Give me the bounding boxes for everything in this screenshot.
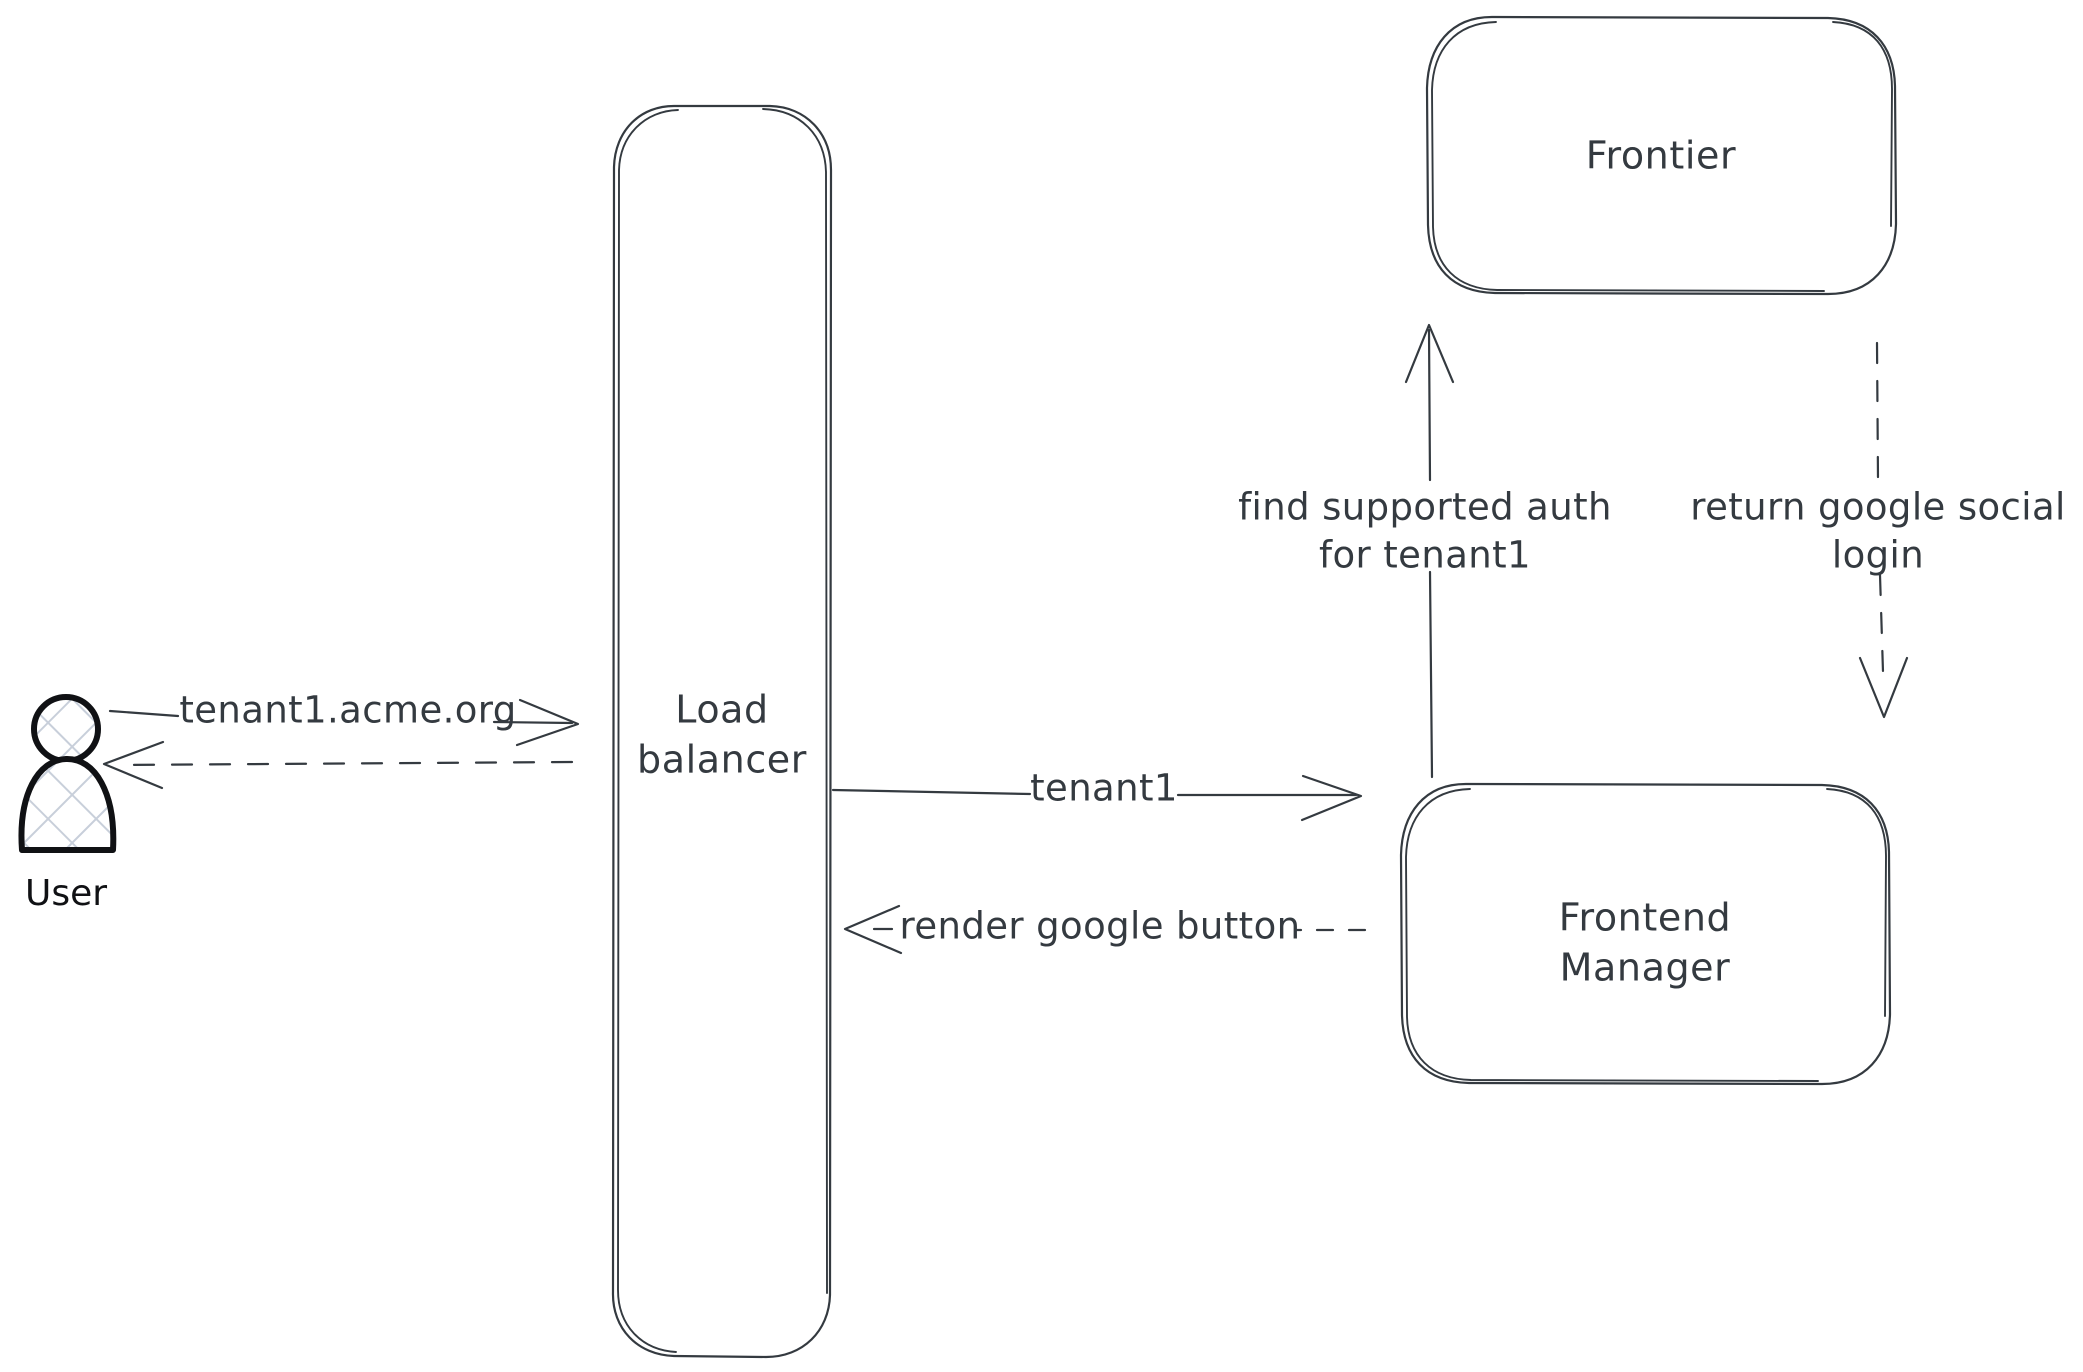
edge-lb-user-arrowhead-icon (102, 740, 165, 790)
edge-user-lb-label: tenant1.acme.org (179, 689, 516, 732)
edge-frontend-manager-to-frontier[interactable]: find supported auth for tenant1 (1238, 323, 1612, 779)
frontier-outline (1425, 15, 1898, 296)
edge-fm-frontier-label-line2: for tenant1 (1319, 534, 1531, 577)
edge-frontier-fm-arrowhead-icon (1858, 656, 1909, 719)
actor-user[interactable]: User (18, 694, 117, 914)
edge-frontier-fm-tail (1875, 341, 1880, 482)
edge-fm-lb-arrowhead-icon (843, 904, 903, 955)
load-balancer-outline-sketch2 (762, 108, 828, 1294)
user-body-outline-icon (18, 755, 117, 853)
edge-lb-fm-arrowhead-icon (1300, 774, 1363, 822)
edge-frontier-fm-label-line1: return google social (1690, 486, 2065, 529)
edge-user-lb-arrowhead-icon (515, 698, 580, 747)
node-load-balancer[interactable]: Load balancer (611, 104, 833, 1359)
frontier-outline-sketch2 (1832, 21, 1893, 227)
edge-user-lb-head-line (492, 720, 574, 725)
edge-fm-frontier-label-line1: find supported auth (1238, 486, 1612, 529)
edge-fm-frontier-arrowhead-icon (1404, 323, 1455, 384)
user-label: User (25, 873, 107, 914)
frontend-manager-label-line1: Frontend (1559, 896, 1732, 940)
load-balancer-label-line1: Load (675, 688, 769, 732)
edge-lb-fm-tail (831, 788, 1032, 796)
node-frontend-manager[interactable]: Frontend Manager (1399, 782, 1892, 1086)
frontend-manager-outline-sketch2 (1826, 788, 1887, 1017)
frontend-manager-outline-sketch (1405, 788, 1819, 1082)
node-frontier[interactable]: Frontier (1425, 15, 1898, 296)
edge-load-balancer-to-user[interactable] (102, 740, 574, 790)
edge-fm-frontier-head-line (1427, 328, 1432, 482)
frontend-manager-outline (1399, 782, 1892, 1086)
frontend-manager-label-line2: Manager (1560, 946, 1731, 990)
frontier-label-line1: Frontier (1586, 134, 1736, 178)
load-balancer-label-line2: balancer (637, 738, 807, 782)
edge-lb-fm-label: tenant1 (1030, 767, 1178, 810)
edge-user-lb-tail (108, 709, 180, 718)
user-body-icon (21, 758, 114, 850)
edge-user-to-load-balancer[interactable]: tenant1.acme.org (108, 689, 580, 747)
edge-frontier-to-frontend-manager[interactable]: return google social login (1690, 341, 2065, 719)
edge-frontend-manager-to-load-balancer[interactable]: render google button (843, 904, 1367, 955)
edge-load-balancer-to-frontend-manager[interactable]: tenant1 (831, 767, 1363, 822)
edge-fm-frontier-tail (1428, 570, 1434, 779)
edge-frontier-fm-label-line2: login (1832, 534, 1924, 577)
edge-frontier-fm-head-line (1878, 573, 1885, 674)
edge-fm-lb-label: render google button (900, 905, 1301, 948)
user-head-icon (34, 697, 98, 761)
load-balancer-outline-sketch (617, 109, 679, 1353)
edge-lb-user-line (118, 760, 574, 767)
load-balancer-outline (611, 104, 833, 1359)
frontier-outline-sketch (1431, 21, 1825, 292)
